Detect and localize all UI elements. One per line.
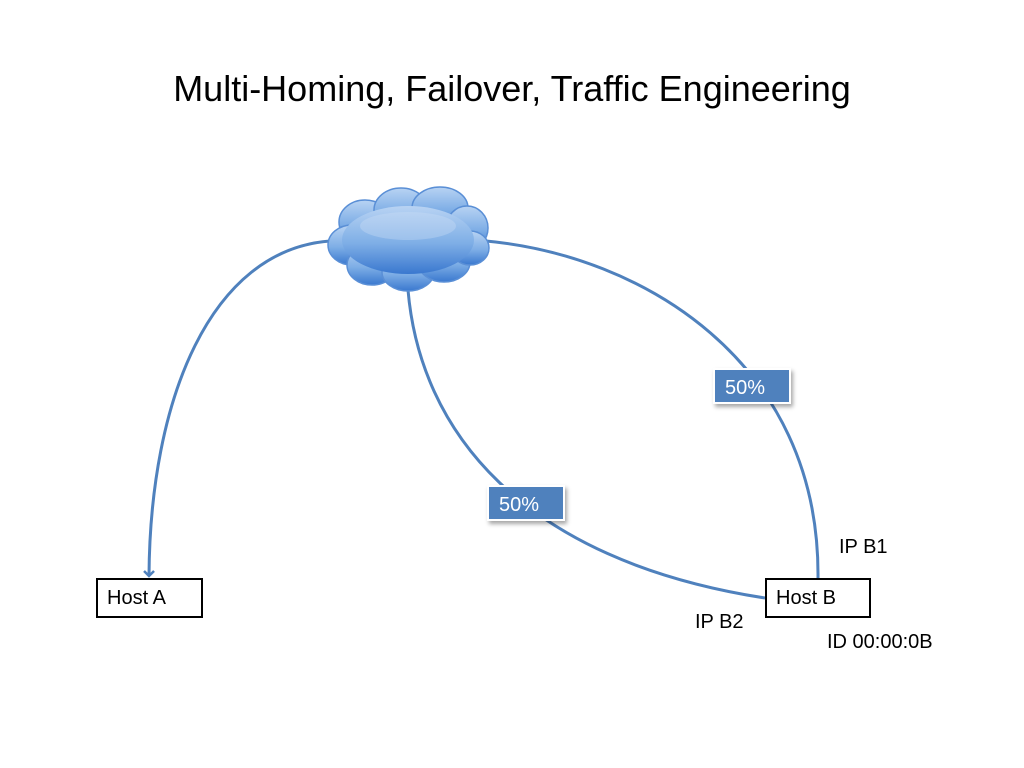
host-b-id-label: ID 00:00:0B [827,631,933,653]
traffic-share-top-badge: 50% [713,368,791,404]
traffic-share-bottom-badge: 50% [487,485,565,521]
link-cloud-to-host-b-bottom [406,289,766,600]
ip-b2-label: IP B2 [695,611,744,633]
page-title: Multi-Homing, Failover, Traffic Engineer… [173,68,851,109]
cloud-icon [327,186,490,292]
link-cloud-to-host-a [143,239,331,578]
host-b-box: Host B [765,578,871,618]
link-cloud-to-host-b-top [485,239,820,579]
ip-b1-label: IP B1 [839,536,888,558]
host-a-box: Host A [96,578,203,618]
